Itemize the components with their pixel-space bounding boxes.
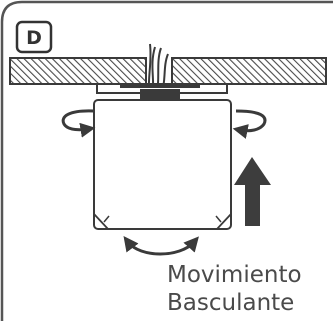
panel-badge (15, 20, 53, 54)
panel-badge-label: D (26, 27, 42, 49)
up-arrow-icon (234, 157, 271, 226)
mounting-plate (96, 83, 228, 99)
rotate-arrow-icon (61, 109, 267, 139)
swing-arrow-icon (123, 236, 199, 256)
caption-line-basculante: Basculante (167, 290, 295, 316)
caption-line-movimiento: Movimiento (167, 262, 302, 288)
ceiling (9, 57, 327, 85)
tilting-unit (93, 99, 232, 230)
